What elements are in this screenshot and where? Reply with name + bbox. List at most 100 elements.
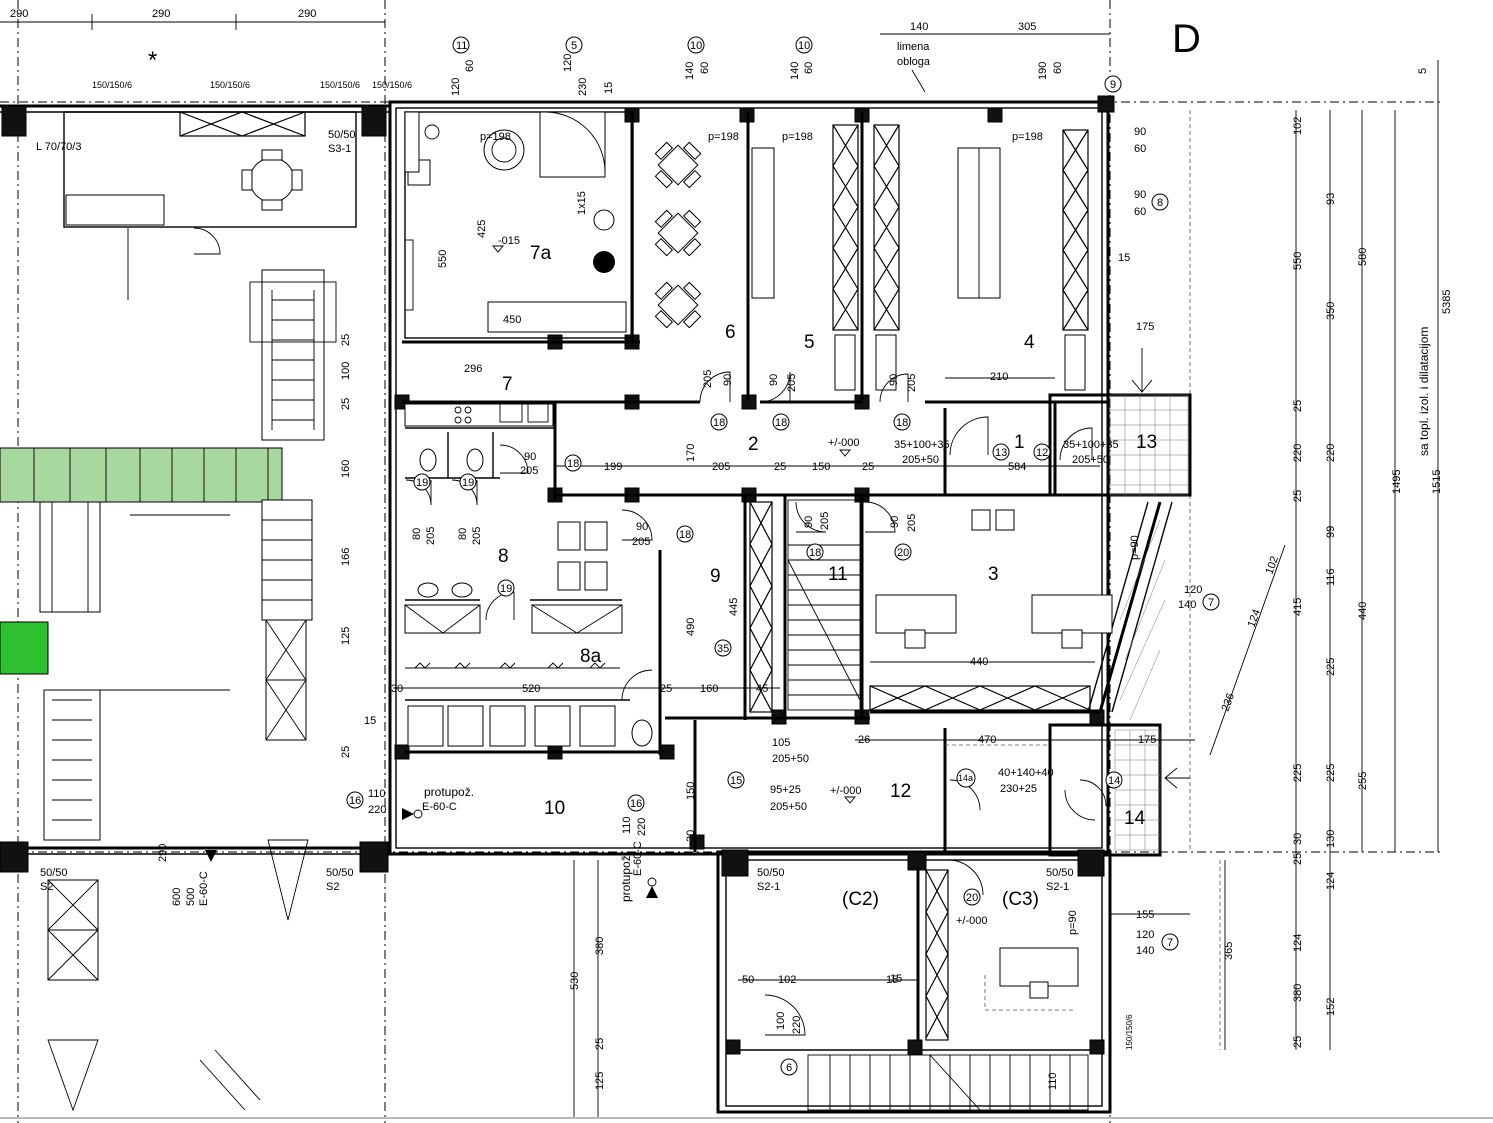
green-conveyor (0, 447, 283, 503)
dim-d40: 205 (906, 374, 918, 392)
dim-d87: 155 (1136, 909, 1154, 921)
col-size-3: 50/50 (326, 867, 354, 879)
dim-d49: 90 (524, 451, 536, 463)
dim-d26: 5385 (1441, 290, 1453, 314)
room-9-label: 9 (710, 566, 721, 587)
dim-d126: 365 (1223, 942, 1235, 960)
dim-d59: 90 (889, 516, 901, 528)
col-size-4: 50/50 (757, 867, 785, 879)
dim-d93: 25 (340, 398, 352, 410)
dim-d48: 584 (1008, 461, 1026, 473)
dim-d36: 90 (722, 374, 734, 386)
dim-d94: 160 (340, 460, 352, 478)
dim-d76: 124 (1246, 608, 1264, 629)
dim-d131: 15 (890, 973, 902, 985)
room-3-desks (875, 509, 1113, 1011)
door-15b-height: 205+50 (770, 801, 807, 813)
col-type-3: S2 (326, 881, 339, 893)
room-8a-label: 8a (580, 646, 602, 667)
col-size-5: 50/50 (1046, 867, 1074, 879)
arrows (1131, 348, 1286, 789)
dim-top-3: 290 (298, 8, 316, 20)
marker-5: 5 (571, 40, 577, 52)
note-plate-4: 150/150/6 (372, 80, 412, 90)
dim-d18: 550 (437, 250, 449, 268)
dim-d41: 210 (990, 371, 1008, 383)
dim-d74: 140 (1178, 599, 1196, 611)
note-fireproof-2: protupož. (619, 852, 633, 902)
dim-d105: 130 (1325, 830, 1337, 848)
dim-top-2: 290 (152, 8, 170, 20)
dim-d19: 450 (503, 314, 521, 326)
level-room-12: +/-000 (830, 785, 862, 797)
door-15-height: 205+50 (772, 753, 809, 765)
dim-d38: 205 (786, 374, 798, 392)
door-13-height: 205+50 (1072, 454, 1109, 466)
marker-16b: 16 (630, 798, 642, 810)
dim-d45: 150 (812, 461, 830, 473)
dim-d28: 1515 (1431, 470, 1443, 494)
tile-hatch (1109, 394, 1189, 851)
col-type-1: S3-1 (328, 143, 351, 155)
room-7a-fixtures (404, 111, 627, 333)
dim-d25: 350 (1325, 302, 1337, 320)
room-10-label: 10 (544, 798, 565, 819)
room-4-label: 4 (1024, 332, 1035, 353)
dim-d99: 110 (621, 816, 633, 834)
dim-d70: 415 (1292, 598, 1304, 616)
room-13-label: 13 (1136, 432, 1157, 453)
dim-d121: 220 (791, 1016, 803, 1034)
marker-10b: 10 (798, 40, 810, 52)
dim-d8: 120 (562, 54, 574, 72)
dim-d124: 120 (1136, 929, 1154, 941)
ceiling-height-c3: p=90 (1067, 910, 1079, 935)
dim-d37: 90 (768, 374, 780, 386)
note-1x15: 1x15 (576, 191, 588, 215)
marker-18d: 18 (567, 458, 579, 470)
dim-d24: 550 (1292, 252, 1304, 270)
dim-d113: 380 (594, 937, 606, 955)
room-labels: 1 2 3 4 5 6 7 7a 8 8a 9 10 11 12 13 14 (… (498, 243, 1157, 910)
dim-d107: 124 (1292, 934, 1304, 952)
room-6-tables (654, 141, 702, 329)
dim-d72: 225 (1325, 658, 1337, 676)
dim-d27: 1495 (1391, 470, 1403, 494)
note-plate-2: 150/150/6 (210, 80, 250, 90)
dim-d9: 230 (577, 78, 589, 96)
room-12-label: 12 (890, 781, 911, 802)
top-dimensions: 290 290 290 140 305 5 D * limena obloga (0, 8, 1429, 93)
dim-d39: 90 (888, 374, 900, 386)
dim-d43: 205 (712, 461, 730, 473)
note-fire-class-1: E-60-C (422, 801, 457, 813)
dim-d88: 25 (340, 334, 352, 346)
dim-d100: 220 (636, 818, 648, 836)
dim-d98: 30 (685, 830, 697, 842)
dim-top-5: 305 (1018, 21, 1036, 33)
dim-d73: 120 (1184, 584, 1202, 596)
interior-walls (402, 111, 1190, 852)
sanitary-fixtures (404, 403, 653, 747)
dim-d32: 60 (1134, 206, 1146, 218)
dim-d89: 166 (340, 548, 352, 566)
dim-d92: 100 (340, 362, 352, 380)
dim-d97: 150 (685, 782, 697, 800)
dim-d68: 99 (1325, 526, 1337, 538)
dim-d64: 25 (1292, 400, 1304, 412)
dim-d11: 60 (699, 62, 711, 74)
ceiling-height-3: p=90 (1129, 535, 1141, 560)
marker-14: 14 (1108, 775, 1120, 787)
dim-d55: 80 (457, 528, 469, 540)
room-c2-label: (C2) (842, 889, 879, 910)
dim-d52: 205 (632, 536, 650, 548)
marker-10a: 10 (690, 40, 702, 52)
dim-d47: 199 (604, 461, 622, 473)
door-1-size: 35+100+35 (894, 439, 950, 451)
room-14-label: 14 (1124, 808, 1146, 829)
dim-d33: 15 (1118, 252, 1130, 264)
dim-d61: 445 (728, 598, 740, 616)
marker-20b: 20 (966, 892, 978, 904)
marker-16a: 16 (349, 795, 361, 807)
col-size-1: 50/50 (328, 129, 356, 141)
dim-d57: 90 (803, 516, 815, 528)
